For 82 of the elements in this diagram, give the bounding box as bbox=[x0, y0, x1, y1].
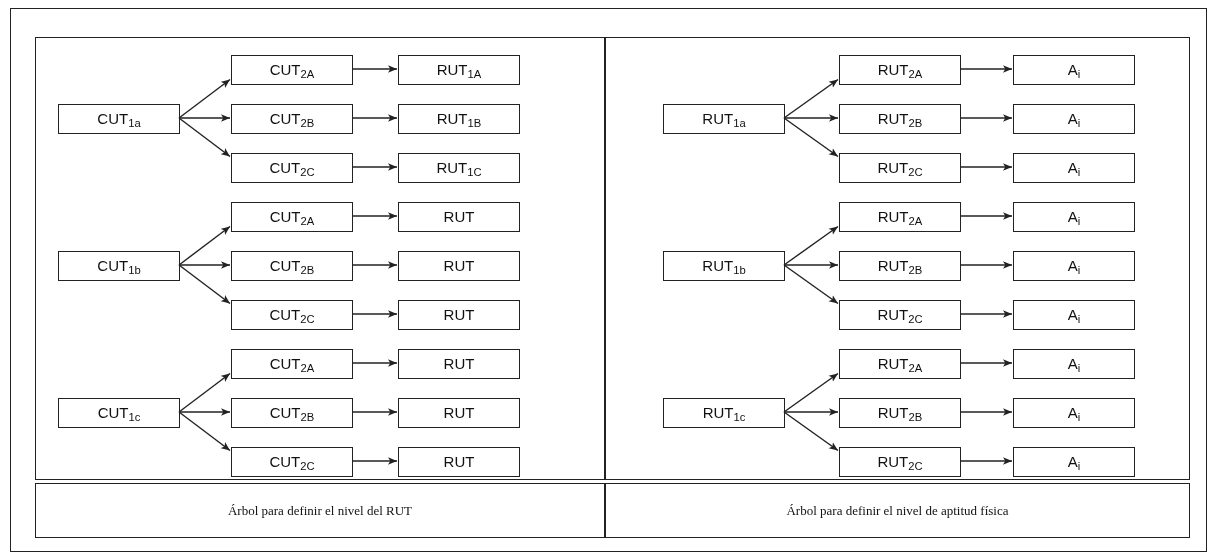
arrow bbox=[178, 264, 231, 305]
text-box: RUT$_{2B}$ bbox=[839, 104, 961, 134]
text-box: A$_{i}$ bbox=[1013, 251, 1135, 281]
arrow bbox=[783, 264, 839, 305]
arrow bbox=[783, 411, 839, 452]
text-box: RUT$_{2B}$ bbox=[839, 251, 961, 281]
arrow bbox=[178, 117, 231, 158]
text-box: RUT bbox=[398, 349, 520, 379]
arrow bbox=[783, 372, 839, 413]
text-box: A$_{i}$ bbox=[1013, 398, 1135, 428]
arrow bbox=[178, 372, 231, 413]
text-box: CUT$_{2B}$ bbox=[231, 251, 353, 281]
arrow bbox=[959, 65, 1013, 73]
arrow bbox=[178, 261, 231, 269]
arrow bbox=[959, 359, 1013, 367]
text-box: RUT$_{2C}$ bbox=[839, 300, 961, 330]
arrow bbox=[351, 163, 398, 171]
arrow bbox=[178, 78, 231, 119]
text-box: CUT$_{2B}$ bbox=[231, 398, 353, 428]
text-box: CUT$_{2C}$ bbox=[231, 300, 353, 330]
text-box: CUT$_{2A}$ bbox=[231, 202, 353, 232]
arrow bbox=[351, 114, 398, 122]
arrow bbox=[351, 408, 398, 416]
text-box: A$_{i}$ bbox=[1013, 349, 1135, 379]
arrow bbox=[959, 114, 1013, 122]
text-box: CUT$_{1a}$ bbox=[58, 104, 180, 134]
arrow bbox=[351, 359, 398, 367]
text-box: CUT$_{2C}$ bbox=[231, 447, 353, 477]
text-box: CUT$_{2C}$ bbox=[231, 153, 353, 183]
arrow bbox=[351, 212, 398, 220]
text-box: RUT$_{2C}$ bbox=[839, 447, 961, 477]
text-box: A$_{i}$ bbox=[1013, 447, 1135, 477]
text-box: RUT$_{1C}$ bbox=[398, 153, 520, 183]
arrow bbox=[783, 225, 839, 266]
arrow bbox=[351, 310, 398, 318]
arrow bbox=[783, 78, 839, 119]
text-box: A$_{i}$ bbox=[1013, 300, 1135, 330]
arrow bbox=[178, 114, 231, 122]
text-box: A$_{i}$ bbox=[1013, 153, 1135, 183]
arrow bbox=[351, 457, 398, 465]
arrow bbox=[783, 408, 839, 416]
text-box: RUT$_{2A}$ bbox=[839, 55, 961, 85]
arrow bbox=[959, 408, 1013, 416]
arrow bbox=[178, 408, 231, 416]
text-box: RUT$_{2B}$ bbox=[839, 398, 961, 428]
caption-cell: Árbol para definir el nivel del RUT bbox=[35, 483, 605, 538]
text-box: RUT bbox=[398, 398, 520, 428]
text-box: A$_{i}$ bbox=[1013, 202, 1135, 232]
panel bbox=[605, 37, 1190, 480]
arrow bbox=[959, 212, 1013, 220]
arrow bbox=[959, 310, 1013, 318]
arrow bbox=[959, 163, 1013, 171]
text-box: RUT$_{2C}$ bbox=[839, 153, 961, 183]
caption-cell: Árbol para definir el nivel de aptitud física bbox=[605, 483, 1190, 538]
text-box: A$_{i}$ bbox=[1013, 104, 1135, 134]
text-box: CUT$_{1c}$ bbox=[58, 398, 180, 428]
text-box: CUT$_{2B}$ bbox=[231, 104, 353, 134]
text-box: RUT bbox=[398, 300, 520, 330]
text-box: A$_{i}$ bbox=[1013, 55, 1135, 85]
text-box: CUT$_{1b}$ bbox=[58, 251, 180, 281]
arrow bbox=[351, 261, 398, 269]
text-box: RUT$_{1c}$ bbox=[663, 398, 785, 428]
text-box: RUT bbox=[398, 202, 520, 232]
arrow bbox=[351, 65, 398, 73]
arrow bbox=[959, 261, 1013, 269]
text-box: RUT$_{2A}$ bbox=[839, 202, 961, 232]
text-box: CUT$_{2A}$ bbox=[231, 55, 353, 85]
arrow bbox=[783, 261, 839, 269]
arrow bbox=[783, 114, 839, 122]
text-box: RUT bbox=[398, 251, 520, 281]
text-box: RUT$_{1b}$ bbox=[663, 251, 785, 281]
arrow bbox=[783, 117, 839, 158]
text-box: RUT bbox=[398, 447, 520, 477]
text-box: CUT$_{2A}$ bbox=[231, 349, 353, 379]
text-box: RUT$_{1a}$ bbox=[663, 104, 785, 134]
arrow bbox=[959, 457, 1013, 465]
text-box: RUT$_{1B}$ bbox=[398, 104, 520, 134]
arrow bbox=[178, 225, 231, 266]
text-box: RUT$_{2A}$ bbox=[839, 349, 961, 379]
arrow bbox=[178, 411, 231, 452]
text-box: RUT$_{1A}$ bbox=[398, 55, 520, 85]
panel bbox=[35, 37, 605, 480]
